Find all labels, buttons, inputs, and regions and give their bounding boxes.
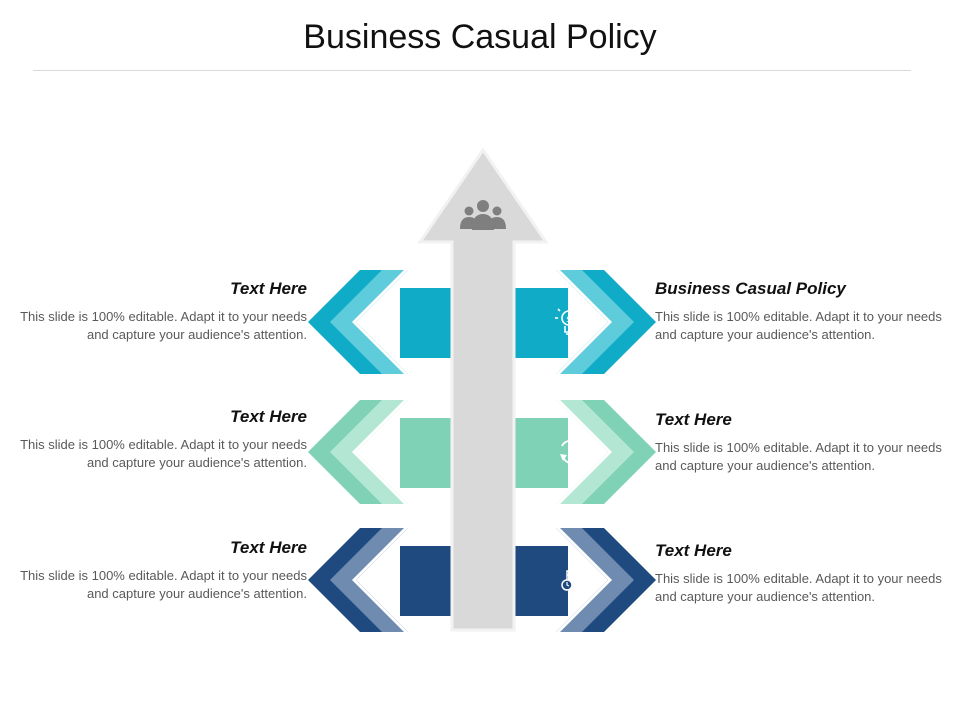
globe-pie-icon xyxy=(378,442,398,462)
svg-text:$: $ xyxy=(566,315,572,325)
left-arrow-2 xyxy=(308,400,456,504)
right-arrow-1-chevron-outer xyxy=(556,270,656,374)
left-arrow-2-body xyxy=(400,418,456,488)
right-arrow-3-body xyxy=(512,546,568,616)
right-heading-2: Text Here xyxy=(655,410,732,429)
gear-target-icon xyxy=(381,571,399,589)
left-heading-1: Text Here xyxy=(230,279,307,298)
right-arrow-3-chevron-inner xyxy=(556,528,634,632)
left-text-block-2: Text Here This slide is 100% editable. A… xyxy=(17,407,307,471)
right-arrow-2-chevron-inner xyxy=(556,400,634,504)
calendar-clock-icon xyxy=(561,568,585,591)
left-arrow-2-chevron-inner xyxy=(330,400,408,504)
center-up-arrow xyxy=(417,147,549,632)
left-text-block-3: Text Here This slide is 100% editable. A… xyxy=(17,538,307,602)
lightbulb-dollar-icon: $ xyxy=(555,304,583,335)
right-text-block-2: Text Here This slide is 100% editable. A… xyxy=(655,410,945,474)
left-heading-2: Text Here xyxy=(230,407,307,426)
left-arrow-1-chevron-outer xyxy=(308,270,408,374)
right-body-1: This slide is 100% editable. Adapt it to… xyxy=(655,309,942,342)
right-body-2: This slide is 100% editable. Adapt it to… xyxy=(655,440,942,473)
left-body-3: This slide is 100% editable. Adapt it to… xyxy=(20,568,307,601)
right-arrow-1 xyxy=(512,270,656,374)
slide-title: Business Casual Policy xyxy=(303,18,657,56)
left-arrow-3-chevron-outer xyxy=(308,528,408,632)
right-arrow-3-chevron-outer xyxy=(556,528,656,632)
right-arrow-1-chevron-inner xyxy=(556,270,634,374)
right-arrow-3 xyxy=(512,528,656,632)
left-arrow-1 xyxy=(308,270,456,374)
left-arrow-3 xyxy=(308,528,456,632)
left-arrow-3-chevron-inner xyxy=(330,528,408,632)
right-arrow-2-chevron-outer xyxy=(556,400,656,504)
right-text-block-1: Business Casual Policy This slide is 100… xyxy=(655,279,945,343)
left-arrow-1-chevron-inner xyxy=(330,270,408,374)
left-body-2: This slide is 100% editable. Adapt it to… xyxy=(20,437,307,470)
left-arrow-2-chevron-outer xyxy=(308,400,408,504)
right-heading-3: Text Here xyxy=(655,541,732,560)
refresh-gear-icon xyxy=(560,439,582,465)
center-up-arrow-shape xyxy=(417,147,549,632)
right-body-3: This slide is 100% editable. Adapt it to… xyxy=(655,571,942,604)
right-arrow-2 xyxy=(512,400,656,504)
bar-chart-icon xyxy=(378,312,400,333)
right-arrow-1-body xyxy=(512,288,568,358)
right-heading-1: Business Casual Policy xyxy=(655,279,846,298)
left-arrow-3-body xyxy=(400,546,456,616)
left-arrow-1-body xyxy=(400,288,456,358)
left-heading-3: Text Here xyxy=(230,538,307,557)
people-group-icon xyxy=(460,200,506,230)
title-divider xyxy=(33,70,911,71)
left-text-block-1: Text Here This slide is 100% editable. A… xyxy=(17,279,307,343)
right-text-block-3: Text Here This slide is 100% editable. A… xyxy=(655,541,945,605)
left-body-1: This slide is 100% editable. Adapt it to… xyxy=(20,309,307,342)
right-arrow-2-body xyxy=(512,418,568,488)
